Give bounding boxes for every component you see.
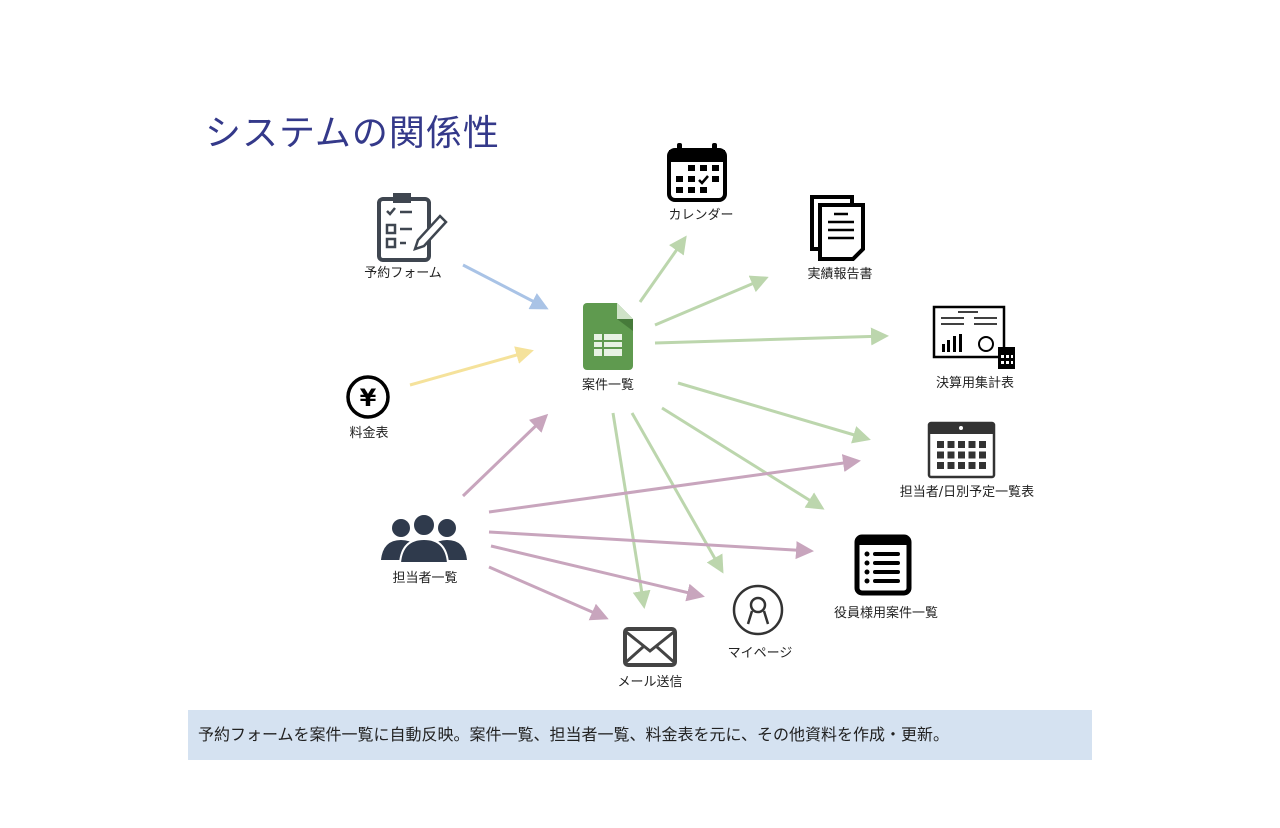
arrows (409, 235, 889, 621)
node-label-form: 予約フォーム (364, 266, 442, 281)
node-label-staff: 担当者一覧 (392, 570, 457, 586)
calendar-cell (979, 441, 986, 448)
arrow-staff-to-cases (461, 413, 549, 498)
calendar-cell (958, 462, 965, 469)
node-label-fee: 料金表 (349, 425, 388, 441)
node-label-schedule: 担当者/日別予定一覧表 (900, 484, 1034, 500)
node-label-exec-cases: 役員様用案件一覧 (834, 605, 938, 621)
page-title: システムの関係性 (205, 113, 500, 154)
calendar-cell (937, 441, 944, 448)
spreadsheet-icon (583, 303, 633, 370)
calendar-cell (968, 441, 976, 448)
schedule-calendar-icon (927, 421, 996, 479)
arrow-cases-to-settlement (654, 327, 889, 346)
calendar-cell (947, 451, 955, 459)
arrow-staff-to-exec (488, 530, 814, 560)
arrow-cases-to-mail (611, 412, 651, 609)
summary-caption: 予約フォームを案件一覧に自動反映。案件一覧、担当者一覧、料金表を元に、その他資料… (188, 710, 1092, 760)
mail-icon (623, 627, 677, 667)
node-label-mypage: マイページ (728, 646, 793, 661)
people-group-icon (381, 513, 467, 564)
arrow-staff-to-mail (488, 565, 609, 621)
yen-icon: ¥ (346, 375, 390, 419)
arrow-staff-to-schedule (488, 454, 861, 514)
svg-text:¥: ¥ (360, 384, 377, 412)
calendar-cell (937, 462, 944, 469)
arrow-fee-to-cases (409, 346, 534, 387)
financial-report-icon (932, 305, 1015, 369)
clipboard-form-icon (377, 193, 448, 262)
list-icon (854, 534, 912, 596)
calendar-icon (667, 143, 727, 202)
calendar-cell (937, 451, 944, 459)
node-label-report: 実績報告書 (807, 266, 872, 282)
calendar-cell (947, 441, 955, 448)
node-label-mail: メール送信 (617, 675, 682, 690)
calendar-cell (968, 462, 976, 469)
arrow-cases-to-calendar (638, 235, 687, 303)
arrow-staff-to-mypage (490, 544, 705, 602)
node-label-settlement: 決算用集計表 (936, 375, 1014, 391)
calendar-cell (958, 441, 965, 448)
user-circle-icon (732, 584, 784, 636)
calendar-cell (979, 451, 986, 459)
arrow-cases-to-schedule (677, 381, 871, 444)
arrow-form-to-cases (462, 263, 549, 310)
node-label-cases: 案件一覧 (582, 377, 634, 393)
arrow-cases-to-report (654, 275, 769, 327)
calendar-cell (958, 451, 965, 459)
arrow-cases-to-exec (661, 406, 825, 510)
calendar-cell (979, 462, 986, 469)
documents-icon (810, 195, 865, 261)
node-label-calendar: カレンダー (668, 208, 733, 223)
calendar-cell (968, 451, 976, 459)
calendar-cell (947, 462, 955, 469)
